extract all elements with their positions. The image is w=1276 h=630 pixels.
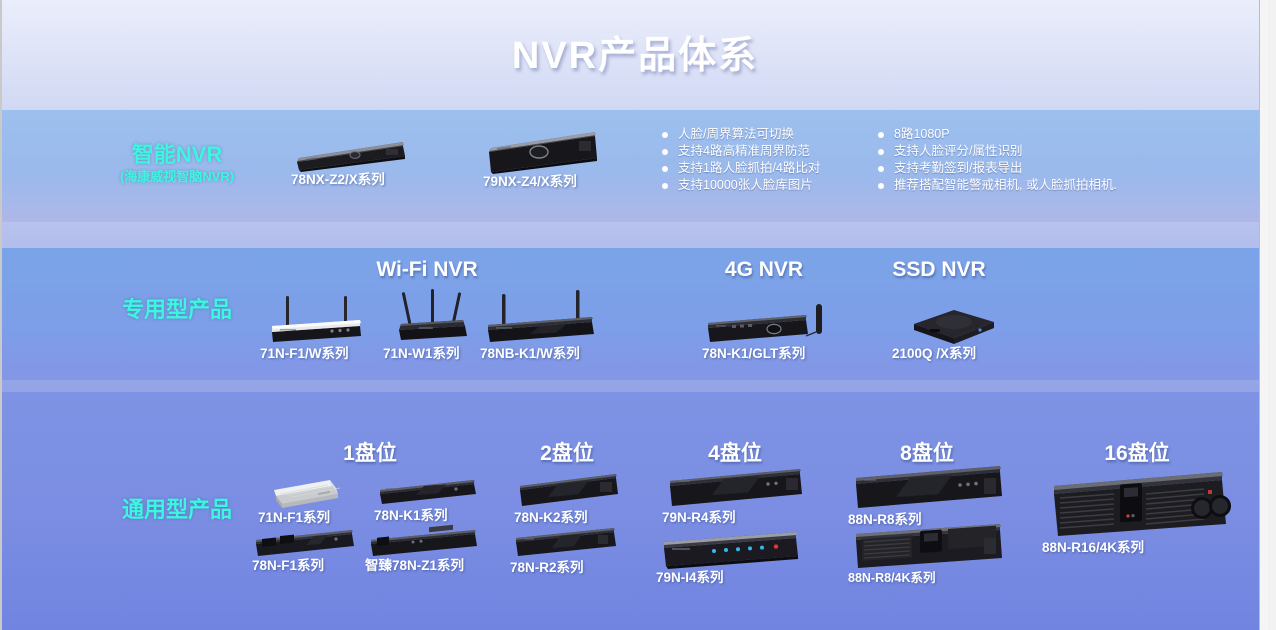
nvr-chassis-white-icon [258, 468, 354, 510]
product-78n-k2[interactable]: 78N-K2系列 [514, 468, 626, 526]
wifi-router-icon [383, 288, 481, 346]
feature-item: 推荐搭配智能警戒相机, 或人脸抓拍相机. [878, 177, 1117, 194]
product-71n-f1w[interactable]: 71N-F1/W系列 [260, 294, 372, 362]
bullet-icon [878, 149, 884, 155]
nvr-chassis-icon [656, 526, 808, 570]
feature-item: 支持1路人脸抓拍/4路比对 [662, 160, 820, 177]
nvr-chassis-icon [483, 128, 607, 174]
group-heading-ssd-nvr: SSD NVR [892, 258, 986, 281]
product-caption: 智臻78N-Z1系列 [365, 558, 465, 573]
product-caption: 79NX-Z4/X系列 [483, 174, 577, 189]
product-79n-r4[interactable]: 79N-R4系列 [662, 462, 812, 526]
bullet-icon [662, 166, 668, 172]
nvr-chassis-icon [510, 522, 624, 560]
product-79n-i4[interactable]: 79N-I4系列 [656, 526, 808, 586]
row-label-general: 通用型产品 [102, 497, 252, 523]
feature-list-right: 8路1080P 支持人脸评分/属性识别 支持考勤签到/报表导出 推荐搭配智能警戒… [878, 126, 1117, 194]
product-79nx-z4x[interactable]: 79NX-Z4/X系列 [483, 128, 607, 190]
nvr-chassis-icon [662, 462, 812, 510]
product-caption: 78N-K2系列 [514, 510, 588, 525]
product-caption: 88N-R8/4K系列 [848, 571, 936, 585]
row-label-smart: 智能NVR (海康威视智脑NVR) [102, 142, 252, 186]
ssd-nvr-icon [892, 300, 1014, 346]
product-caption: 71N-F1系列 [258, 510, 331, 525]
product-88n-r16-4k[interactable]: 88N-R16/4K系列 [1042, 468, 1242, 556]
nvr-chassis-icon [514, 468, 626, 510]
product-78nx-z2x[interactable]: 78NX-Z2/X系列 [291, 136, 409, 188]
row-label-general-title: 通用型产品 [121, 497, 232, 522]
feature-item: 支持考勤签到/报表导出 [878, 160, 1117, 177]
product-88n-r8[interactable]: 88N-R8系列 [848, 460, 1012, 528]
feature-item: 支持10000张人脸库图片 [662, 177, 820, 194]
group-heading-wifi-nvr: Wi-Fi NVR [376, 258, 478, 281]
product-caption: 71N-W1系列 [383, 346, 460, 361]
wifi-nvr-icon [260, 294, 372, 346]
row-label-smart-title: 智能NVR [131, 142, 223, 167]
group-heading-4g-nvr: 4G NVR [724, 258, 804, 281]
product-88n-r8-4k[interactable]: 88N-R8/4K系列 [848, 518, 1012, 586]
bullet-icon [662, 183, 668, 189]
nvr-chassis-icon [252, 524, 362, 558]
product-78n-z1[interactable]: 智臻78N-Z1系列 [365, 524, 491, 574]
group-heading-1-bay: 1盘位 [343, 442, 397, 465]
row-label-special-title: 专用型产品 [121, 297, 232, 322]
band-smart [2, 110, 1268, 222]
product-78n-k1[interactable]: 78N-K1系列 [374, 472, 482, 524]
product-78n-k1glt[interactable]: 78N-K1/GLT系列 [702, 302, 842, 362]
bullet-icon [662, 149, 668, 155]
product-caption: 78NX-Z2/X系列 [291, 172, 385, 187]
product-caption: 88N-R8系列 [848, 512, 922, 527]
product-caption: 78N-R2系列 [510, 560, 584, 575]
group-heading-2-bay: 2盘位 [540, 442, 594, 465]
feature-item: 人脸/周界算法可切换 [662, 126, 820, 143]
bullet-icon [878, 183, 884, 189]
product-caption: 78N-K1/GLT系列 [702, 346, 806, 361]
product-78n-r2[interactable]: 78N-R2系列 [510, 522, 624, 576]
product-78n-f1[interactable]: 78N-F1系列 [252, 524, 362, 574]
nvr-chassis-icon [848, 460, 1012, 512]
page-title: NVR产品体系 [511, 35, 759, 77]
band-special [2, 248, 1268, 380]
group-heading-16-bay: 16盘位 [1104, 442, 1170, 465]
bullet-icon [878, 132, 884, 138]
product-caption: 79N-I4系列 [656, 570, 724, 585]
feature-item: 支持人脸评分/属性识别 [878, 143, 1117, 160]
nvr-4g-icon [702, 302, 842, 346]
nvr-chassis-icon [291, 136, 409, 172]
product-71n-w1[interactable]: 71N-W1系列 [383, 288, 481, 362]
product-caption: 2100Q /X系列 [892, 346, 977, 361]
product-caption: 79N-R4系列 [662, 510, 736, 525]
nvr-chassis-icon [374, 472, 482, 508]
group-heading-8-bay: 8盘位 [900, 442, 954, 465]
product-71n-f1[interactable]: 71N-F1系列 [258, 468, 354, 526]
nvr-rack-icon [1042, 468, 1242, 540]
product-caption: 78N-F1系列 [252, 558, 325, 573]
nvr-chassis-icon [365, 524, 491, 558]
wifi-nvr-icon [480, 288, 602, 346]
product-caption: 78NB-K1/W系列 [480, 346, 580, 361]
product-2100q-x[interactable]: 2100Q /X系列 [892, 300, 1014, 362]
bullet-icon [662, 132, 668, 138]
feature-list-left: 人脸/周界算法可切换 支持4路高精准周界防范 支持1路人脸抓拍/4路比对 支持1… [662, 126, 820, 194]
nvr-chassis-icon [848, 518, 1012, 570]
row-label-special: 专用型产品 [102, 297, 252, 323]
product-caption: 88N-R16/4K系列 [1042, 540, 1145, 555]
group-heading-4-bay: 4盘位 [708, 442, 762, 465]
feature-item: 支持4路高精准周界防范 [662, 143, 820, 160]
product-78nb-k1w[interactable]: 78NB-K1/W系列 [480, 288, 602, 362]
product-caption: 78N-K1系列 [374, 508, 448, 523]
bullet-icon [878, 166, 884, 172]
product-caption: 71N-F1/W系列 [260, 346, 349, 361]
feature-item: 8路1080P [878, 126, 1117, 143]
row-label-smart-subtitle: (海康威视智脑NVR) [119, 169, 235, 184]
